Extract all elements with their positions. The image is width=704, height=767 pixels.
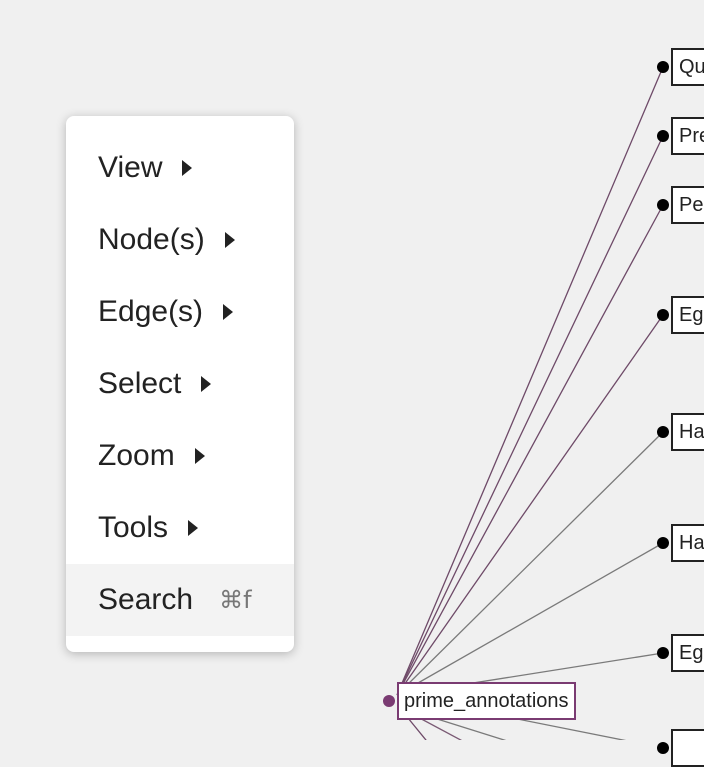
menu-item-zoom[interactable]: Zoom: [66, 420, 294, 492]
node-dot[interactable]: [657, 61, 669, 73]
menu-item-select[interactable]: Select: [66, 348, 294, 420]
graph-edge: [396, 66, 664, 696]
menu-item-label: Search: [98, 583, 194, 616]
menu-item-edges[interactable]: Edge(s): [66, 276, 294, 348]
graph-edge: [396, 314, 664, 696]
node-label[interactable]: Pe: [671, 186, 704, 224]
node-dot[interactable]: [657, 537, 669, 549]
keyboard-shortcut: ⌘f: [219, 586, 252, 614]
node-label[interactable]: [671, 729, 704, 767]
root-node-label[interactable]: prime_annotations: [397, 682, 576, 720]
context-menu: View Node(s) Edge(s) Select Zoom Tools S…: [66, 116, 294, 652]
submenu-arrow-icon: [224, 232, 235, 248]
node-dot[interactable]: [657, 130, 669, 142]
submenu-arrow-icon: [188, 520, 199, 536]
menu-item-label: Tools: [98, 511, 169, 544]
node-dot[interactable]: [657, 309, 669, 321]
node-dot[interactable]: [657, 647, 669, 659]
menu-item-search[interactable]: Search ⌘f: [66, 564, 294, 636]
menu-item-label: Zoom: [98, 439, 175, 472]
menu-item-label: Edge(s): [98, 295, 204, 328]
node-dot[interactable]: [657, 199, 669, 211]
root-node-dot[interactable]: [383, 695, 395, 707]
menu-item-label: Select: [98, 367, 182, 400]
submenu-arrow-icon: [201, 376, 212, 392]
graph-edge: [396, 431, 664, 696]
node-label[interactable]: Ha: [671, 524, 704, 562]
node-dot[interactable]: [657, 742, 669, 754]
graph-edge: [396, 204, 664, 696]
node-label[interactable]: Eg: [671, 296, 704, 334]
submenu-arrow-icon: [223, 304, 234, 320]
node-dot[interactable]: [657, 426, 669, 438]
graph-edge: [396, 542, 664, 696]
menu-item-label: Node(s): [98, 223, 205, 256]
menu-item-label: View: [98, 151, 163, 184]
node-label[interactable]: Eg: [671, 634, 704, 672]
submenu-arrow-icon: [182, 160, 193, 176]
graph-edge: [396, 135, 664, 696]
node-label[interactable]: Ha: [671, 413, 704, 451]
node-label[interactable]: Qu: [671, 48, 704, 86]
menu-item-nodes[interactable]: Node(s): [66, 204, 294, 276]
submenu-arrow-icon: [194, 448, 205, 464]
menu-item-view[interactable]: View: [66, 132, 294, 204]
node-label[interactable]: Pre: [671, 117, 704, 155]
menu-item-tools[interactable]: Tools: [66, 492, 294, 564]
